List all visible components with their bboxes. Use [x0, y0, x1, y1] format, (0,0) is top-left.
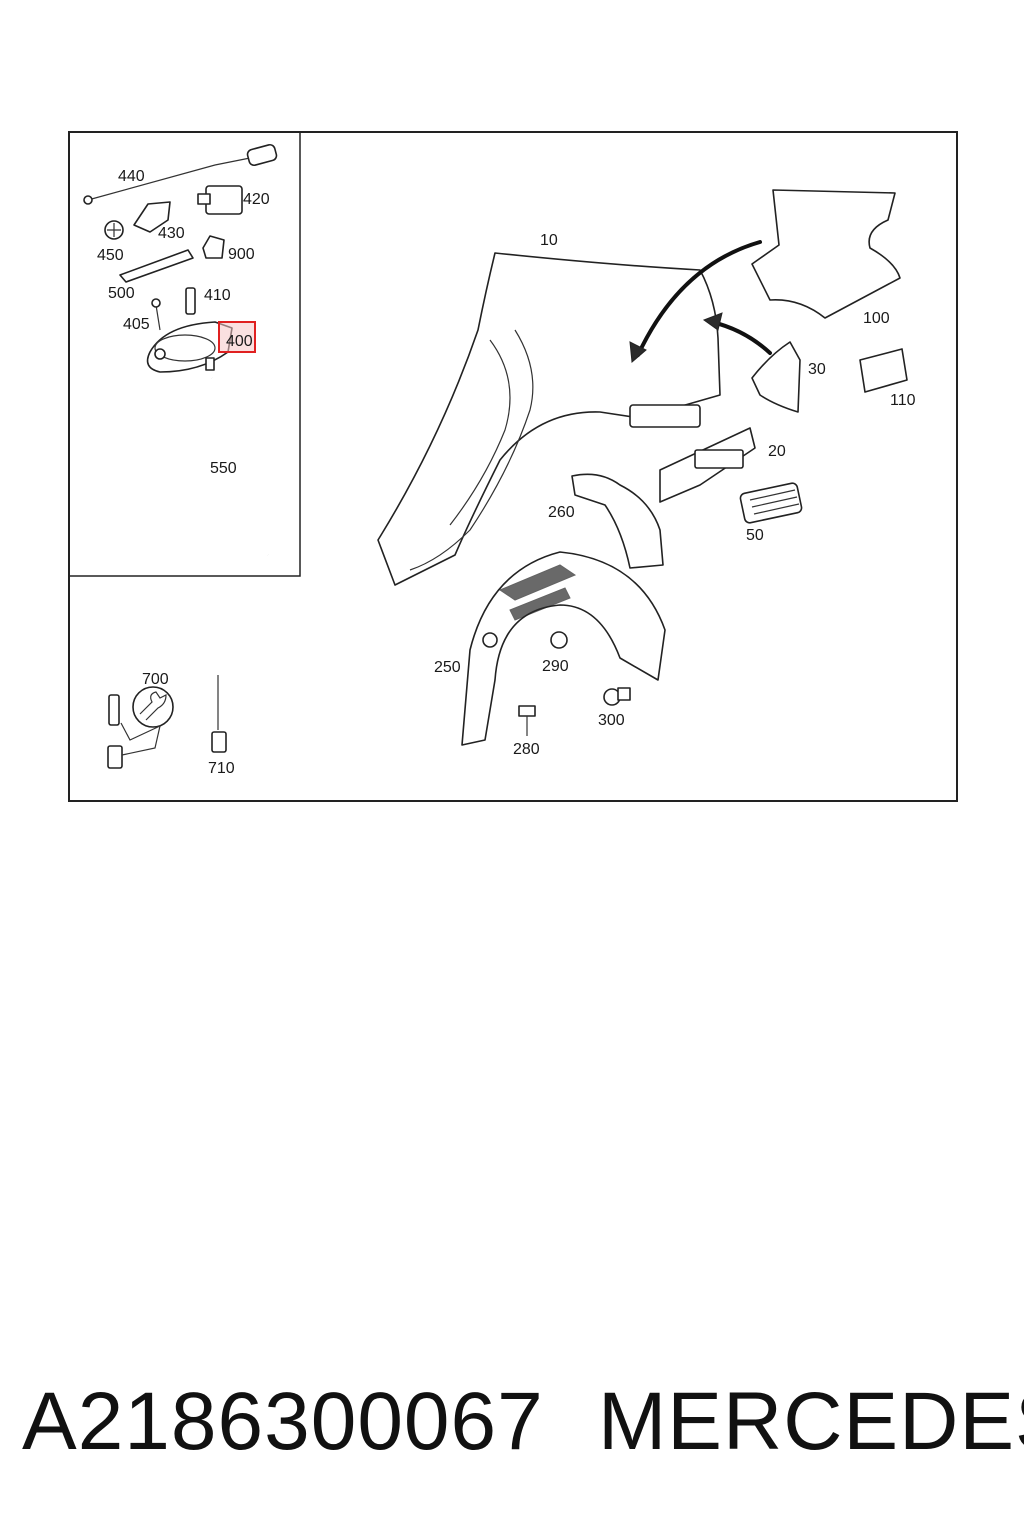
callout-250: 250 [434, 659, 461, 676]
callout-110: 110 [890, 392, 916, 409]
callout-405: 405 [123, 316, 150, 333]
callout-440: 440 [118, 168, 145, 185]
main-parts [107, 189, 908, 769]
callout-400: 400 [226, 333, 253, 350]
inset-parts [83, 143, 278, 556]
callout-50: 50 [746, 527, 764, 544]
parts-diagram: 440 420 430 450 900 500 410 405 400 550 … [68, 131, 958, 802]
arrow-icon [636, 240, 762, 357]
callout-290: 290 [542, 658, 569, 675]
callout-410: 410 [204, 287, 231, 304]
callout-10: 10 [540, 232, 558, 249]
callout-430: 430 [158, 225, 185, 242]
footer: A2186300067 MERCEDES [0, 1372, 1024, 1482]
callout-710: 710 [208, 760, 235, 777]
callout-20: 20 [768, 443, 786, 460]
callout-30: 30 [808, 361, 826, 378]
callout-450: 450 [97, 247, 124, 264]
callout-700: 700 [142, 671, 169, 688]
callout-420: 420 [243, 191, 270, 208]
highlight-box-400 [218, 321, 256, 353]
callout-900: 900 [228, 246, 255, 263]
callout-260: 260 [548, 504, 575, 521]
callout-550: 550 [210, 460, 237, 477]
callout-500: 500 [108, 285, 135, 302]
callout-280: 280 [513, 741, 540, 758]
callout-300: 300 [598, 712, 625, 729]
brand-name: MERCEDES [598, 1376, 1024, 1467]
inset-frame [68, 131, 301, 577]
part-number: A2186300067 [22, 1376, 544, 1467]
callout-100: 100 [863, 310, 890, 327]
